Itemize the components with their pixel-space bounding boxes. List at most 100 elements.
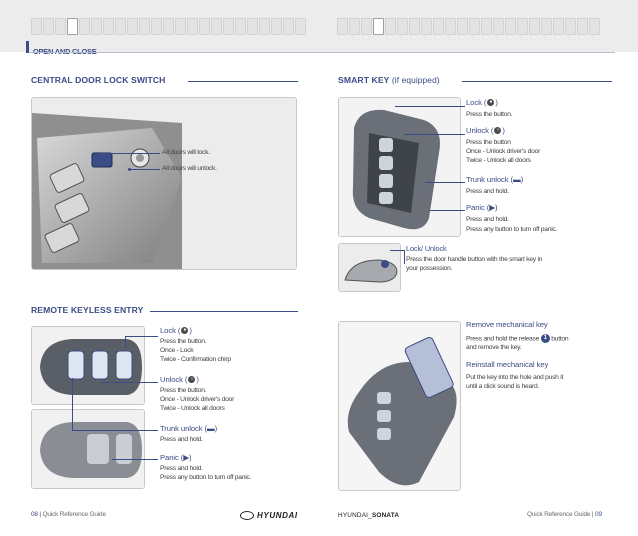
- remove-key-desc-1: Press and hold the release 1 button: [466, 334, 569, 343]
- callout-dot: [98, 152, 101, 155]
- chapter-tab[interactable]: [211, 18, 222, 35]
- chapter-tab[interactable]: [361, 18, 372, 35]
- chapter-tab[interactable]: [349, 18, 360, 35]
- chapter-tab[interactable]: [199, 18, 210, 35]
- remote-lock-desc-1: Press the button.: [160, 338, 207, 345]
- chapter-tab[interactable]: [385, 18, 396, 35]
- chapter-tab[interactable]: [577, 18, 588, 35]
- smart-unlock-desc-1: Press the button: [466, 139, 511, 146]
- release-button-number: 1: [540, 334, 550, 343]
- mechanical-key-photo: [338, 321, 461, 491]
- callout-line: [430, 210, 465, 211]
- footer-left: 08 | Quick Reference Guide: [31, 511, 106, 518]
- remote-trunk-label: Trunk unlock (▬): [160, 424, 218, 433]
- remote-unlock-desc-2: Once - Unlock driver's door: [160, 396, 235, 403]
- chapter-tab[interactable]: [91, 18, 102, 35]
- unlock-icon: ○: [188, 376, 196, 384]
- smart-panic-desc-2: Press any button to turn off panic.: [466, 226, 558, 233]
- section-title-bar: OPEN AND CLOSE: [26, 41, 615, 56]
- remote-trunk-desc: Press and hold.: [160, 436, 203, 443]
- central-lock-heading: CENTRAL DOOR LOCK SWITCH: [31, 75, 166, 85]
- chapter-tab[interactable]: [553, 18, 564, 35]
- chapter-tab[interactable]: [433, 18, 444, 35]
- smart-unlock-label: Unlock (○): [466, 126, 505, 135]
- chapter-tab[interactable]: [493, 18, 504, 35]
- chapter-tab[interactable]: [187, 18, 198, 35]
- callout-line: [395, 106, 465, 107]
- heading-rule: [188, 81, 298, 82]
- remote-lock-desc-3: Twice - Confirmation chirp: [160, 356, 231, 363]
- chapter-tab[interactable]: [127, 18, 138, 35]
- chapter-tab[interactable]: [271, 18, 282, 35]
- hyundai-logo-icon: [240, 511, 254, 521]
- chapter-tab[interactable]: [139, 18, 150, 35]
- chapter-tab[interactable]: [445, 18, 456, 35]
- remote-unlock-desc-1: Press the button.: [160, 387, 207, 394]
- chapter-tab-active[interactable]: [67, 18, 78, 35]
- door-handle-photo: [338, 243, 401, 292]
- chapter-tab[interactable]: [115, 18, 126, 35]
- chapter-tab[interactable]: [505, 18, 516, 35]
- smart-lock-label: Lock (●): [466, 98, 498, 107]
- chapter-tab[interactable]: [223, 18, 234, 35]
- remove-key-desc-2: and remove the key.: [466, 344, 522, 351]
- remote-panic-desc-2: Press any button to turn off panic.: [160, 474, 252, 481]
- mechanical-key-illustration: [339, 322, 460, 490]
- smart-key-illustration: [339, 98, 460, 236]
- remote-panic-desc-1: Press and hold.: [160, 465, 203, 472]
- remote-heading: REMOTE KEYLESS ENTRY: [31, 305, 144, 315]
- left-chapter-tabs: [31, 18, 306, 35]
- chapter-tab[interactable]: [397, 18, 408, 35]
- chapter-tab[interactable]: [259, 18, 270, 35]
- chapter-tab[interactable]: [163, 18, 174, 35]
- right-chapter-tabs: [337, 18, 600, 35]
- panic-icon: ▶: [183, 453, 190, 462]
- chapter-tab[interactable]: [235, 18, 246, 35]
- handle-desc-1: Press the door handle button with the sm…: [406, 256, 543, 263]
- chapter-tab[interactable]: [565, 18, 576, 35]
- door-panel-illustration: [32, 98, 296, 269]
- section-title: OPEN AND CLOSE: [29, 47, 97, 56]
- callout-line: [72, 378, 73, 430]
- chapter-tab[interactable]: [295, 18, 306, 35]
- chapter-tab[interactable]: [469, 18, 480, 35]
- remote-panic-label: Panic (▶): [160, 453, 192, 462]
- chapter-tab[interactable]: [541, 18, 552, 35]
- chapter-tab[interactable]: [103, 18, 114, 35]
- door-handle-illustration: [339, 244, 400, 291]
- reinstall-key-title: Reinstall mechanical key: [466, 360, 549, 369]
- chapter-tab[interactable]: [457, 18, 468, 35]
- chapter-tab[interactable]: [421, 18, 432, 35]
- chapter-tab[interactable]: [175, 18, 186, 35]
- callout-line: [125, 336, 158, 337]
- chapter-tab[interactable]: [43, 18, 54, 35]
- chapter-tab[interactable]: [589, 18, 600, 35]
- callout-line: [100, 153, 160, 154]
- callout-line: [112, 459, 158, 460]
- callout-line: [404, 250, 405, 264]
- panic-icon: ▶: [489, 203, 496, 212]
- smart-trunk-label: Trunk unlock (▬): [466, 175, 524, 184]
- chapter-tab[interactable]: [529, 18, 540, 35]
- chapter-tab-active[interactable]: [373, 18, 384, 35]
- callout-line: [390, 250, 404, 251]
- footer-right: Quick Reference Guide | 09: [527, 511, 602, 518]
- smart-unlock-desc-2: Once - Unlock driver's door: [466, 148, 541, 155]
- reinstall-key-desc-1: Put the key into the hole and push it: [466, 374, 564, 381]
- chapter-tab[interactable]: [517, 18, 528, 35]
- chapter-tab[interactable]: [481, 18, 492, 35]
- chapter-tab[interactable]: [337, 18, 348, 35]
- chapter-tab[interactable]: [31, 18, 42, 35]
- chapter-tab[interactable]: [247, 18, 258, 35]
- callout-line: [102, 382, 158, 383]
- remote-unlock-desc-3: Twice - Unlock all doors: [160, 405, 225, 412]
- chapter-tab[interactable]: [409, 18, 420, 35]
- unlock-callout: All doors will unlock.: [162, 165, 217, 172]
- chapter-tab[interactable]: [283, 18, 294, 35]
- remote-photo-bottom: [31, 409, 145, 489]
- door-switch-photo: [31, 97, 297, 270]
- remote-fob-illustration: [32, 327, 144, 404]
- chapter-tab[interactable]: [55, 18, 66, 35]
- chapter-tab[interactable]: [151, 18, 162, 35]
- chapter-tab[interactable]: [79, 18, 90, 35]
